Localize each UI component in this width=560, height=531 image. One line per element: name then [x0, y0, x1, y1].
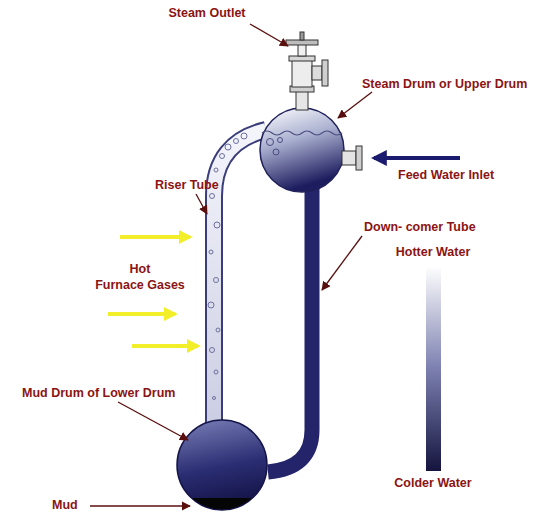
leader-lines: [90, 24, 372, 506]
steam-drum: [260, 108, 344, 192]
water-surface: [262, 131, 342, 135]
steam-drum-label: Steam Drum or Upper Drum: [362, 77, 527, 93]
hotter-water-label: Hotter Water: [396, 245, 471, 261]
steam-bubbles: [208, 133, 247, 400]
mud-deposit: [192, 498, 252, 509]
feed-inlet-label: Feed Water Inlet: [398, 168, 494, 184]
riser-tube: [214, 130, 266, 440]
furnace-gases-label: Hot Furnace Gases: [95, 262, 185, 293]
downcomer-tube: [268, 185, 312, 472]
mud-drum-label: Mud Drum of Lower Drum: [22, 386, 175, 402]
steam-outlet-label: Steam Outlet: [168, 6, 245, 22]
mud-label: Mud: [52, 498, 78, 514]
steam-valve: [286, 32, 328, 110]
mud-drum: [177, 420, 267, 510]
drum-bubbles: [267, 138, 283, 156]
temperature-bar: [426, 266, 441, 471]
feed-arrow: [374, 156, 460, 160]
riser-tube-outline: [214, 130, 266, 440]
feed-water-nozzle: [342, 146, 362, 170]
colder-water-label: Colder Water: [394, 476, 471, 492]
downcomer-label: Down- comer Tube: [364, 220, 476, 236]
riser-tube-label: Riser Tube: [155, 178, 219, 194]
